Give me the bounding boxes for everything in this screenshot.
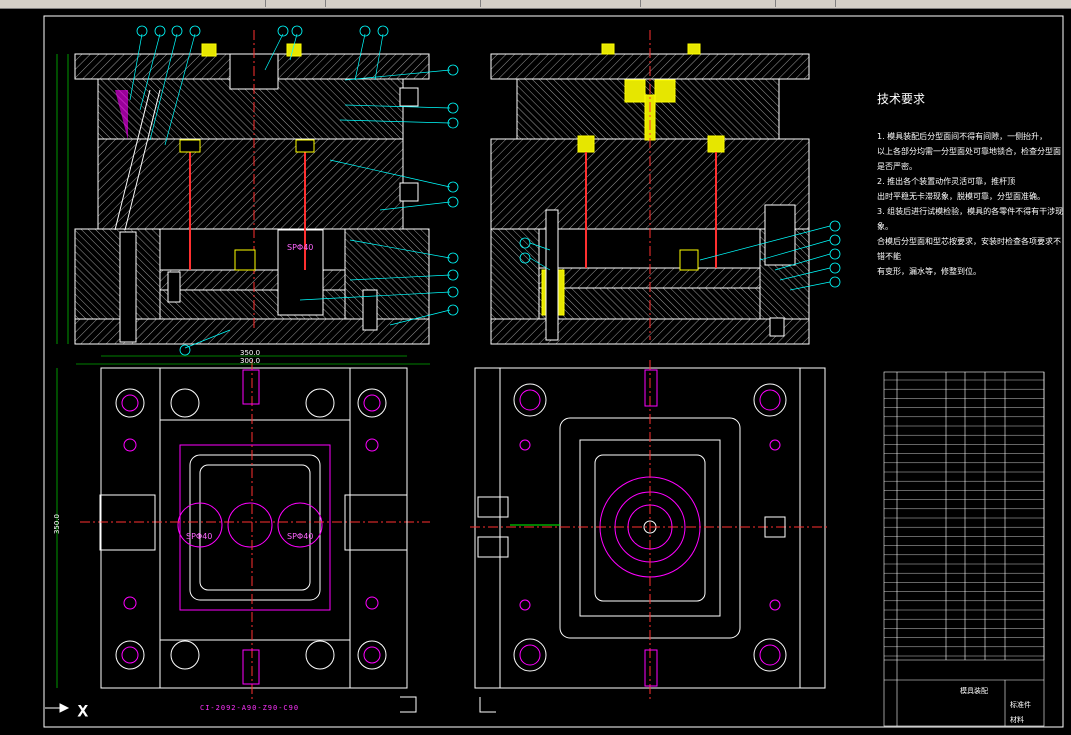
cad-drawing[interactable]: X [0,8,1071,735]
note-line: 2. 推出各个装置动作灵活可靠，推杆顶 [877,177,1016,186]
toolbar-segment[interactable] [325,0,481,7]
section-view-left [56,25,459,356]
notes-title: 技术要求 [877,92,926,106]
plan-view-right [470,360,830,700]
drawing-frame [43,15,1064,728]
drawing-number: CI-2092-A90-Z90-C90 [200,704,300,712]
toolbar-segment[interactable] [265,0,326,7]
toolbar-segment[interactable] [480,0,641,7]
toolbar-segment[interactable] [640,0,776,7]
svg-text:X: X [78,704,88,720]
dim-width: 350.0 [240,349,261,357]
dim-width-2: 300.0 [240,357,261,365]
dim-height: 350.0 [53,513,62,535]
note-line: 有变形，漏水等，修整到位。 [877,267,981,276]
cad-toolbar [0,0,1071,9]
note-line: 1. 模具装配后分型面间不得有间隙，一侧抬升， [877,132,1048,141]
toolbar-segment[interactable] [775,0,836,7]
title-block-cell: 模具装配 [960,687,988,695]
note-line: 以上各部分均需一分型面处可靠地锁合，检查分型面是否严密。 [877,147,1061,171]
sp-label-left: SPΦ40 [186,532,213,541]
title-block-cell: 标准件 [1010,701,1031,709]
title-block [883,371,1045,727]
sp-label-top: SPΦ40 [287,243,314,252]
sp-label-right: SPΦ40 [287,532,314,541]
ucs-icon: X [45,696,496,721]
note-line: 3. 组装后进行试模检验，模具的各零件不得有干涉现象。 [877,207,1064,231]
plan-view-left [56,355,430,700]
title-block-cell: 材料 [1010,716,1024,724]
technical-requirements: 技术要求 1. 模具装配后分型面间不得有间隙，一侧抬升， 以上各部分均需一分型面… [877,92,1067,279]
note-line: 合模后分型面和型芯按要求，安装时检查各项要求不错不能 [877,237,1061,261]
section-view-right [490,30,841,345]
toolbar-segment[interactable] [0,0,266,7]
note-line: 出时平稳无卡滞现象，脱模可靠，分型面准确。 [877,192,1045,201]
